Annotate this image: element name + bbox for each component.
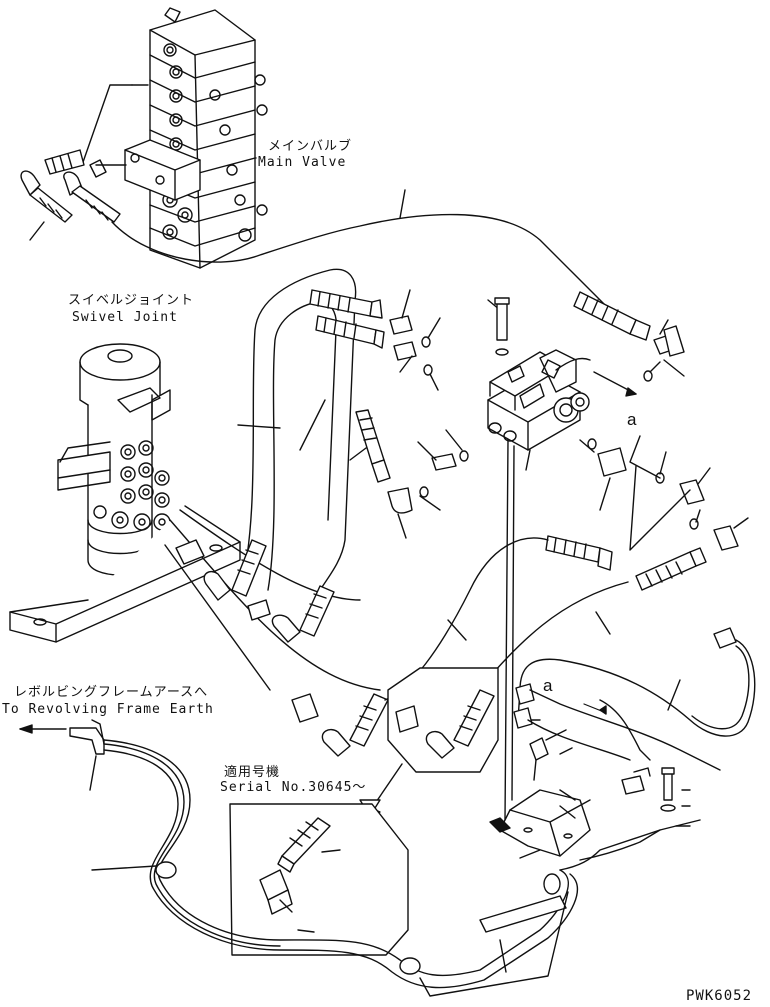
earth-label-jp: レボルビングフレームアースへ bbox=[14, 685, 209, 700]
leader-line bbox=[29, 221, 45, 241]
leader-line bbox=[299, 399, 326, 451]
main-valve-label-en: Main Valve bbox=[258, 155, 347, 170]
leader-line bbox=[504, 439, 509, 821]
leader-line bbox=[399, 189, 406, 219]
hose-line bbox=[111, 213, 631, 331]
leader-lines-right bbox=[579, 319, 749, 529]
earth-cable bbox=[69, 719, 661, 989]
fittings-right bbox=[545, 291, 739, 591]
leader-line bbox=[237, 424, 281, 429]
swivel-joint-drawing bbox=[9, 343, 241, 643]
serial-detail-frame bbox=[229, 803, 409, 956]
leader-line bbox=[525, 449, 531, 471]
hose-loop-outer bbox=[239, 268, 357, 591]
valve-ports bbox=[162, 43, 268, 242]
callout-a-mid: a bbox=[543, 676, 553, 695]
leader-line bbox=[629, 465, 691, 551]
leader-line bbox=[447, 619, 467, 641]
fittings-center bbox=[175, 289, 469, 757]
solenoid-valve-block bbox=[487, 297, 591, 451]
electrical-harness bbox=[489, 627, 756, 861]
leader-line bbox=[91, 865, 157, 871]
swivel-joint-label-jp: スイベルジョイント bbox=[68, 293, 195, 308]
drawing-code: PWK6052 bbox=[686, 988, 753, 1004]
detail-box bbox=[387, 667, 499, 773]
leader-line bbox=[595, 611, 611, 635]
earth-label-en: To Revolving Frame Earth bbox=[2, 702, 214, 717]
serial-label-en: Serial No.30645～ bbox=[220, 780, 367, 795]
leader-lines-central bbox=[349, 289, 501, 539]
main-valve-drawing bbox=[124, 7, 268, 269]
swivel-joint-label-en: Swivel Joint bbox=[72, 310, 178, 325]
leader-line bbox=[499, 939, 507, 973]
left-hose-fittings bbox=[20, 149, 121, 223]
main-valve-label-jp: メインバルブ bbox=[268, 139, 353, 154]
leader-line bbox=[89, 755, 97, 791]
leader-line bbox=[419, 891, 569, 997]
leader-line bbox=[81, 84, 133, 166]
callout-a-top: a bbox=[627, 410, 637, 429]
serial-label-jp: 適用号機 bbox=[224, 765, 281, 780]
